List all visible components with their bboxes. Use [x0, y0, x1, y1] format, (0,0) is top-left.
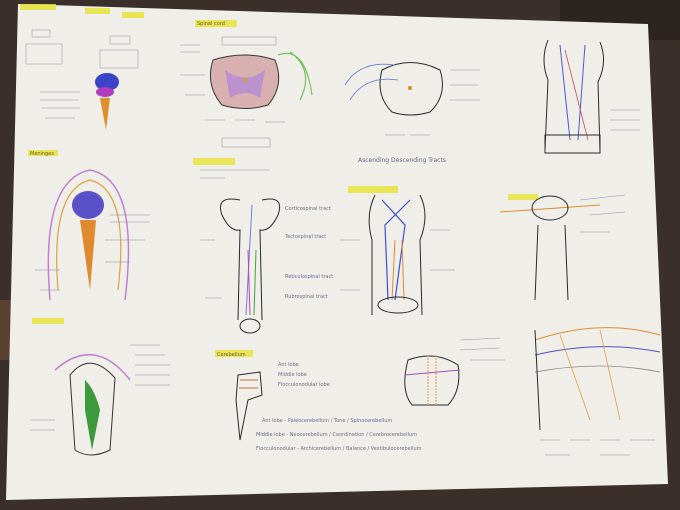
poster-paper [6, 4, 668, 500]
handwritten-notes [30, 44, 655, 456]
cerebellum-note: Middle lobe - Neocerebellum / Coordinati… [256, 432, 417, 438]
ascending-descending-tracts-diagram: Ascending Descending Tracts [344, 62, 446, 164]
cerebellum-note: Flocculonodular - Archicerebellum / Bala… [256, 446, 422, 452]
tract-label: Tectospinal tract [284, 234, 326, 240]
meninges-heading: Meninges [30, 151, 54, 157]
spinal-nerve-diagram [499, 195, 601, 301]
spinal-cord-heading: Spinal cord [197, 21, 225, 27]
motor-pathway-diagram [368, 194, 426, 316]
ascending-descending-caption: Ascending Descending Tracts [358, 157, 446, 164]
cerebellum-heading: Cerebellum [217, 352, 246, 358]
cerebellar-section-diagram [404, 355, 461, 406]
lobe-label: Flocculonodular lobe [278, 382, 330, 388]
cerebellum-note: Ant lobe - Paleocerebellum / Tone / Spin… [262, 418, 392, 424]
spinal-cord-cross-section [210, 36, 313, 148]
tract-label: Reticulospinal tract [285, 274, 333, 280]
lobe-label: Ant lobe [278, 362, 299, 368]
cortex-layers-diagram [534, 327, 661, 431]
descending-tracts-diagram: Corticospinal tract Tectospinal tract Re… [220, 198, 333, 334]
spinal-cord-longitudinal-diagram [543, 39, 604, 154]
tract-label: Corticospinal tract [285, 206, 331, 212]
meninges-diagram [47, 169, 130, 301]
heading-highlights [20, 4, 538, 357]
cerebellum-diagram: Ant lobe Middle lobe Flocculonodular lob… [235, 362, 422, 452]
cord-coverings-diagram [54, 354, 131, 456]
tract-label: Rubrospinal tract [285, 294, 328, 300]
brain-divisions-diagram [25, 29, 139, 130]
lobe-label: Middle lobe [278, 372, 307, 378]
